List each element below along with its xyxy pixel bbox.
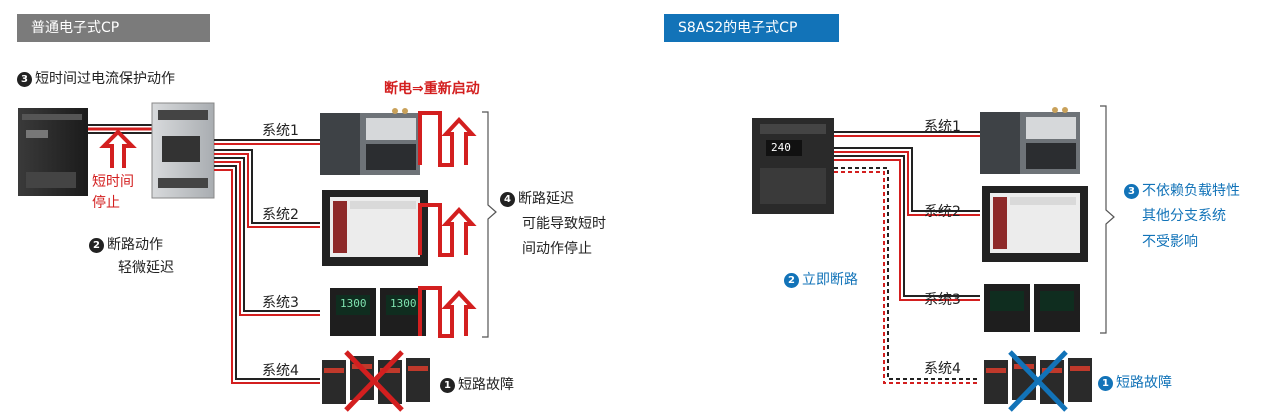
short-stop-line1: 短时间	[92, 174, 134, 190]
short-stop-arrow	[99, 129, 137, 168]
delay-line3: 间动作停止	[522, 241, 592, 257]
system-3-label-right: 系统3	[924, 292, 961, 308]
s8as2-display: 240	[771, 141, 791, 154]
break-action-line1: 断路动作	[107, 237, 163, 253]
fault-text-right: 短路故障	[1116, 375, 1172, 391]
step-3-badge: 3	[17, 72, 32, 87]
system-2-label-left: 系统2	[262, 207, 299, 223]
delay-line2: 可能导致短时	[522, 216, 606, 232]
right-header: S8AS2的电子式CP	[664, 14, 839, 42]
plc-device-right	[980, 107, 1080, 174]
readout-1: 1300	[340, 297, 367, 310]
delay-line1: 断路延迟	[518, 191, 574, 207]
readout-2: 1300	[390, 297, 417, 310]
independent-line3: 不受影响	[1142, 234, 1198, 250]
plc-device-left	[320, 108, 420, 175]
step-1-badge-right: 1	[1098, 376, 1113, 391]
system-1-label-left: 系统1	[262, 123, 299, 139]
bracket-left	[482, 111, 497, 338]
left-branch-wires	[214, 139, 320, 384]
left-header: 普通电子式CP	[17, 14, 210, 42]
overcurrent-action-text: 短时间过电流保护动作	[35, 71, 175, 87]
break-action-line2: 轻微延迟	[118, 260, 174, 276]
right-branch-wires	[834, 131, 980, 384]
system-1-label-right: 系统1	[924, 119, 961, 135]
power-supply-left	[18, 108, 88, 196]
temp-controllers-left	[330, 288, 426, 336]
hmi-device-left	[322, 190, 428, 266]
restart-arrows	[418, 111, 477, 338]
hmi-device-right	[982, 186, 1088, 262]
temp-controllers-right	[984, 284, 1080, 332]
step-4-badge: 4	[500, 192, 515, 207]
system-3-label-left: 系统3	[262, 295, 299, 311]
step-2-badge: 2	[89, 238, 104, 253]
circuit-protector-left	[151, 102, 215, 199]
independent-line2: 其他分支系统	[1142, 208, 1226, 224]
step-1-badge-left: 1	[440, 378, 455, 393]
system-4-label-right: 系统4	[924, 361, 961, 377]
fault-x-mark-left	[344, 350, 404, 412]
restart-label: 断电⇒重新启动	[384, 81, 480, 97]
short-stop-line2: 停止	[92, 195, 120, 211]
step-3-badge-right: 3	[1124, 184, 1139, 199]
bracket-right	[1100, 105, 1115, 334]
fault-text-left: 短路故障	[458, 377, 514, 393]
s8as2-device	[752, 118, 834, 214]
step-2-badge-right: 2	[784, 273, 799, 288]
immediate-cut-text: 立即断路	[802, 272, 858, 288]
system-4-label-left: 系统4	[262, 363, 299, 379]
fault-x-mark-right	[1008, 350, 1068, 412]
system-2-label-right: 系统2	[924, 204, 961, 220]
independent-line1: 不依赖负载特性	[1142, 183, 1240, 199]
